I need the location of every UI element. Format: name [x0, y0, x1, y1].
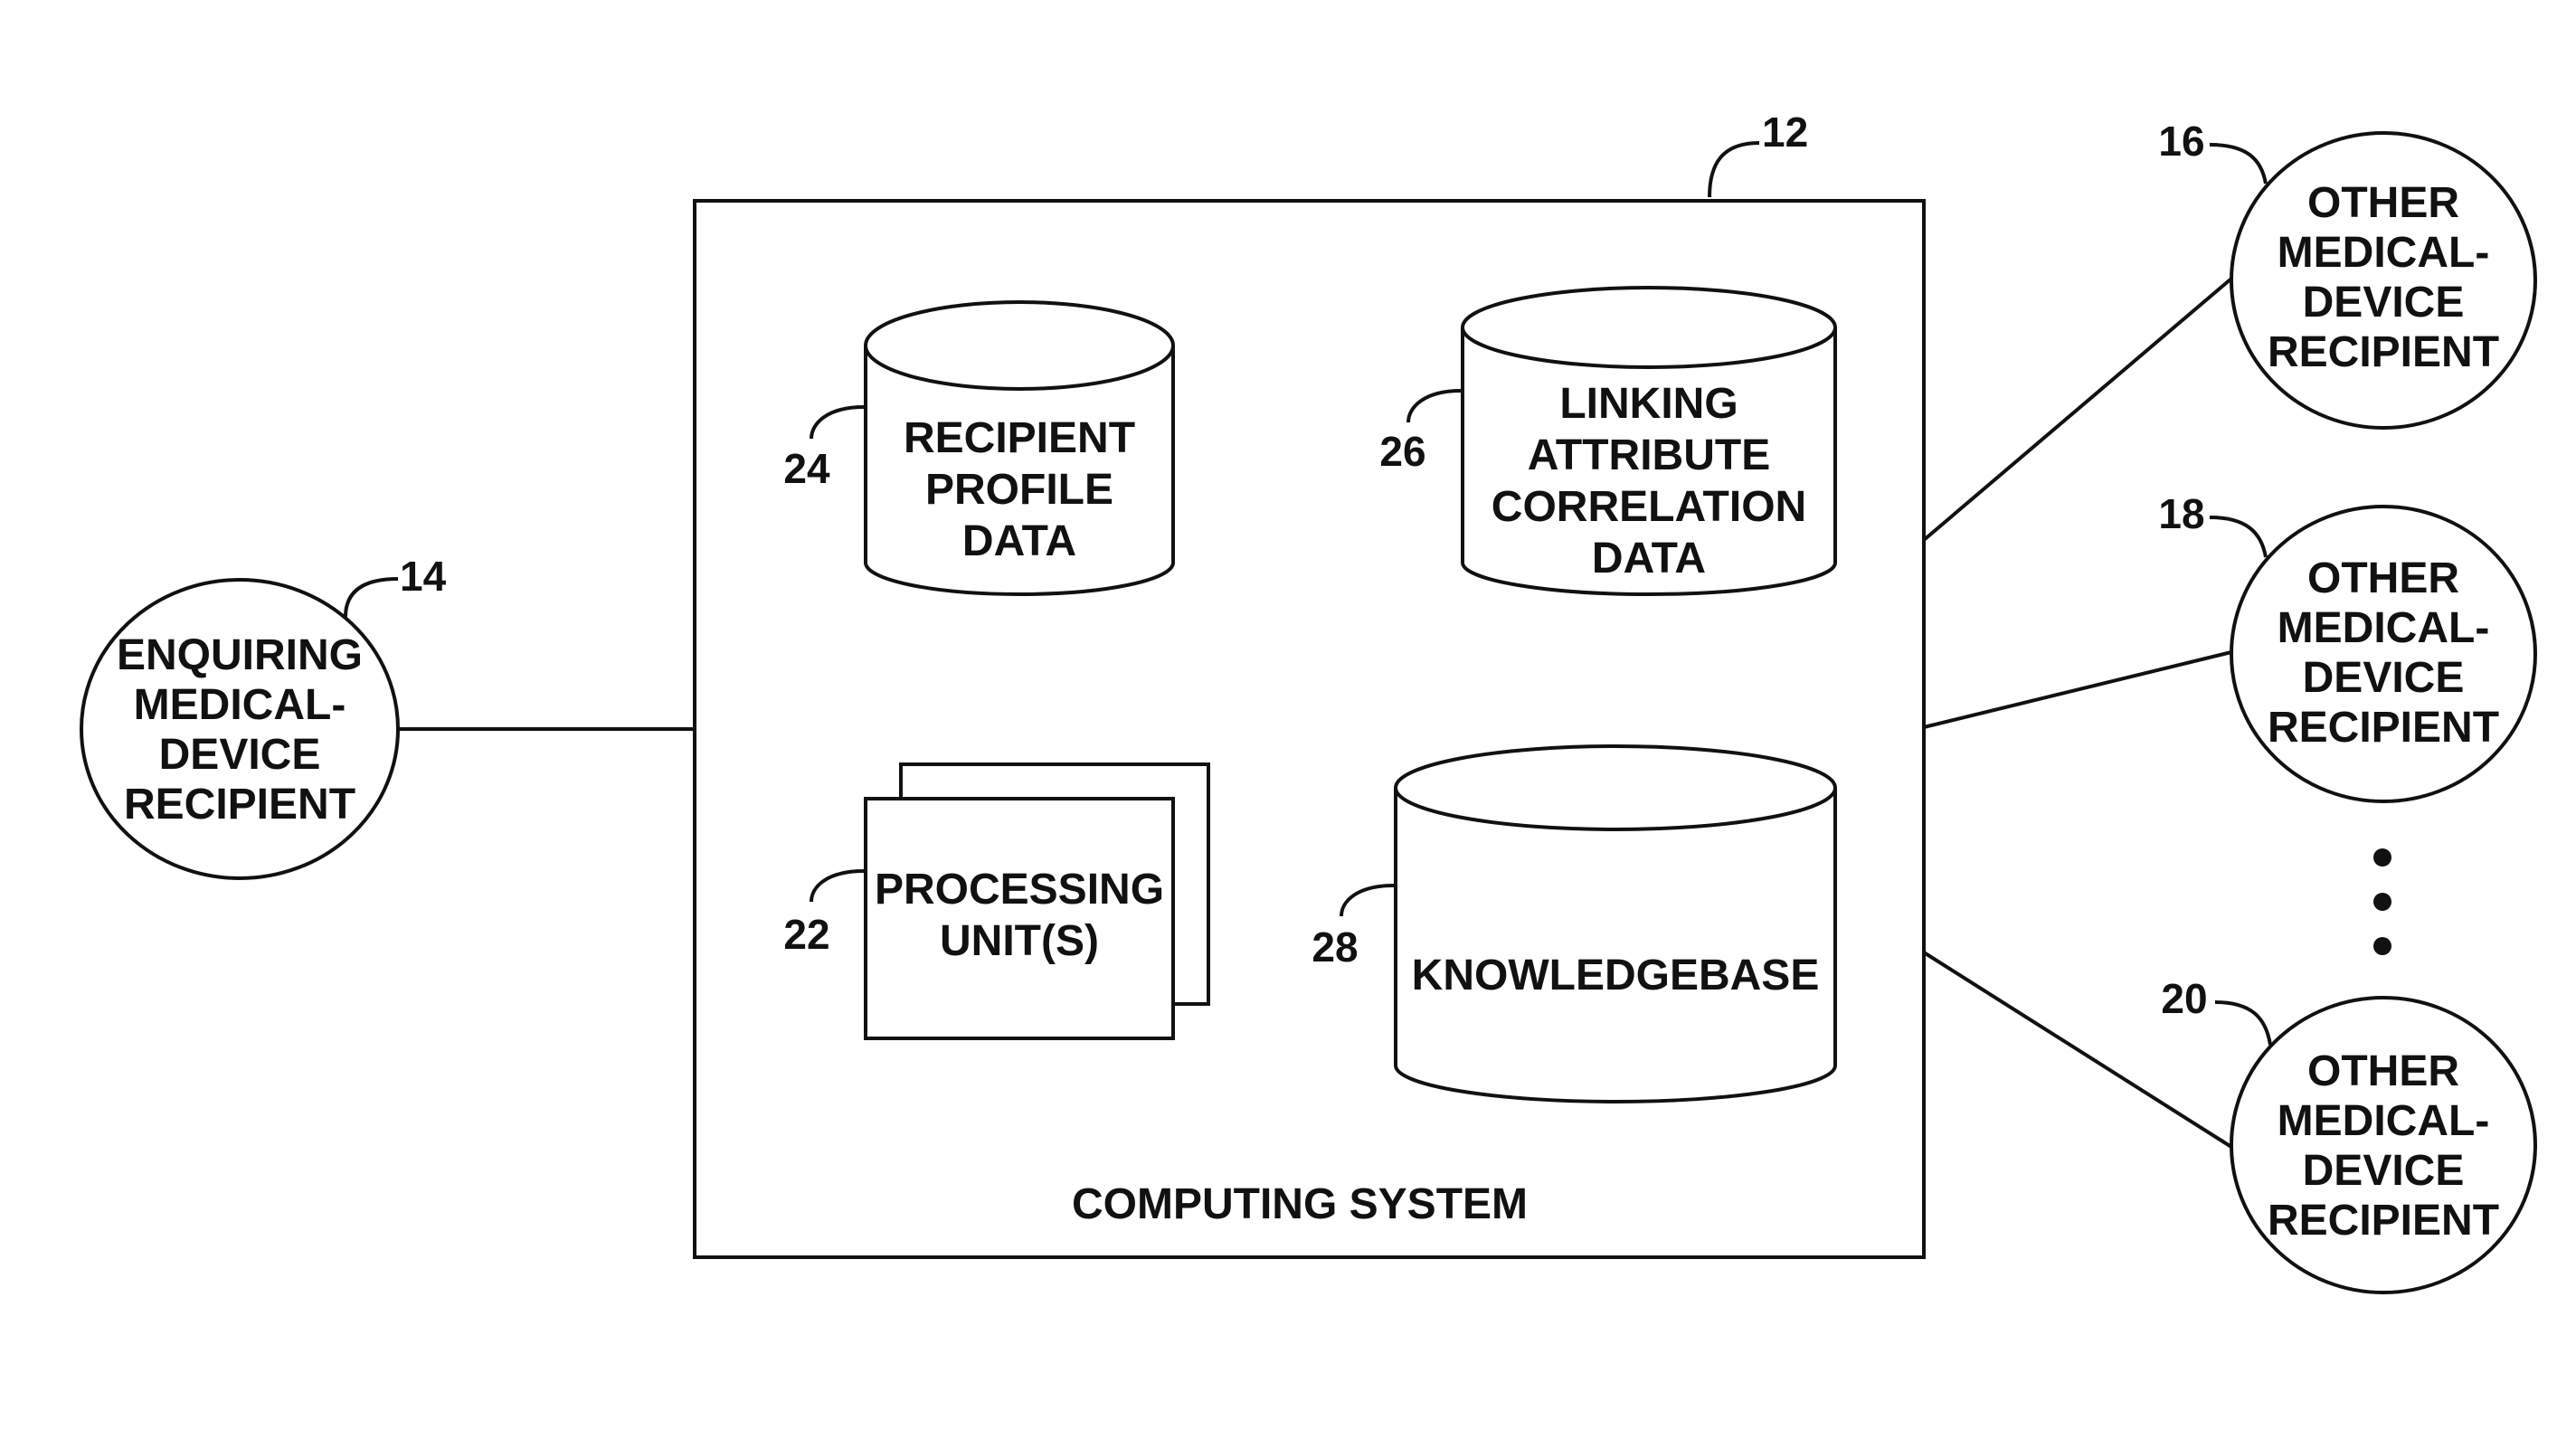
- linking-attribute-cylinder-top: [1463, 288, 1835, 367]
- computing-system-ref-leader: [1709, 143, 1759, 197]
- other-recipient-16-line-2: MEDICAL-: [2278, 229, 2490, 277]
- processing-units-line-2: UNIT(S): [940, 917, 1099, 965]
- knowledgebase-ref: 28: [1312, 923, 1358, 971]
- linking-attribute-line-2: ATTRIBUTE: [1528, 431, 1770, 479]
- processing-units-line-1: PROCESSING: [875, 866, 1164, 914]
- processing-units-ref: 22: [783, 911, 829, 958]
- other-recipient-18-line-4: RECIPIENT: [2268, 704, 2499, 752]
- other-recipient-16-ref-leader: [2210, 145, 2266, 184]
- computing-system-ref: 12: [1762, 109, 1808, 156]
- enquiring-recipient-ref-leader: [346, 579, 398, 617]
- linking-attribute-line-3: CORRELATION: [1492, 483, 1806, 531]
- other-recipient-20: OTHER MEDICAL- DEVICE RECIPIENT 20: [2161, 975, 2535, 1293]
- other-recipient-16-line-1: OTHER: [2307, 179, 2459, 227]
- other-recipient-18-line-2: MEDICAL-: [2278, 604, 2490, 652]
- other-recipient-16-line-3: DEVICE: [2303, 279, 2465, 327]
- other-recipient-18: OTHER MEDICAL- DEVICE RECIPIENT 18: [2158, 490, 2535, 801]
- enquiring-recipient-line-3: DEVICE: [159, 731, 321, 779]
- other-recipient-20-ref: 20: [2161, 975, 2207, 1022]
- other-recipient-16-line-4: RECIPIENT: [2268, 328, 2499, 376]
- enquiring-recipient-line-2: MEDICAL-: [134, 681, 346, 729]
- ellipsis-dot-3: [2373, 937, 2391, 955]
- ellipsis-dot-2: [2373, 893, 2391, 911]
- other-recipient-18-line-1: OTHER: [2307, 554, 2459, 602]
- other-recipient-18-line-3: DEVICE: [2303, 654, 2465, 702]
- knowledgebase-label: KNOWLEDGEBASE: [1412, 952, 1820, 999]
- enquiring-recipient-line-1: ENQUIRING: [117, 631, 363, 679]
- computing-system-label: COMPUTING SYSTEM: [1072, 1180, 1528, 1228]
- linking-attribute-line-4: DATA: [1592, 535, 1706, 582]
- other-recipient-16: OTHER MEDICAL- DEVICE RECIPIENT 16: [2158, 118, 2535, 428]
- other-recipient-18-ref: 18: [2158, 490, 2204, 537]
- link-system-to-recipient-18: [1924, 652, 2231, 727]
- recipient-profile-line-1: RECIPIENT: [904, 414, 1135, 462]
- recipient-profile-ref: 24: [783, 445, 830, 492]
- other-recipient-16-ref: 16: [2158, 118, 2204, 165]
- knowledgebase-cylinder-body: [1396, 788, 1835, 1102]
- other-recipient-18-ref-leader: [2210, 517, 2266, 557]
- enquiring-recipient: ENQUIRING MEDICAL- DEVICE RECIPIENT 14: [81, 553, 447, 878]
- enquiring-recipient-line-4: RECIPIENT: [124, 781, 355, 829]
- recipient-profile-line-3: DATA: [962, 517, 1076, 565]
- other-recipient-20-line-1: OTHER: [2307, 1047, 2459, 1095]
- enquiring-recipient-circle: [81, 580, 398, 878]
- other-recipient-20-line-4: RECIPIENT: [2268, 1197, 2499, 1245]
- enquiring-recipient-ref: 14: [400, 553, 447, 600]
- other-recipient-20-ref-leader: [2215, 1002, 2270, 1045]
- other-recipient-20-line-2: MEDICAL-: [2278, 1097, 2490, 1145]
- linking-attribute-ref: 26: [1379, 428, 1425, 475]
- knowledgebase-cylinder-top: [1396, 746, 1835, 829]
- other-recipient-20-line-3: DEVICE: [2303, 1147, 2465, 1195]
- recipient-profile-cylinder-top: [866, 302, 1173, 389]
- more-recipients-ellipsis: [2373, 848, 2391, 955]
- ellipsis-dot-1: [2373, 848, 2391, 867]
- other-recipient-20-circle: [2231, 998, 2535, 1293]
- recipient-profile-line-2: PROFILE: [925, 466, 1113, 514]
- linking-attribute-line-1: LINKING: [1559, 380, 1738, 428]
